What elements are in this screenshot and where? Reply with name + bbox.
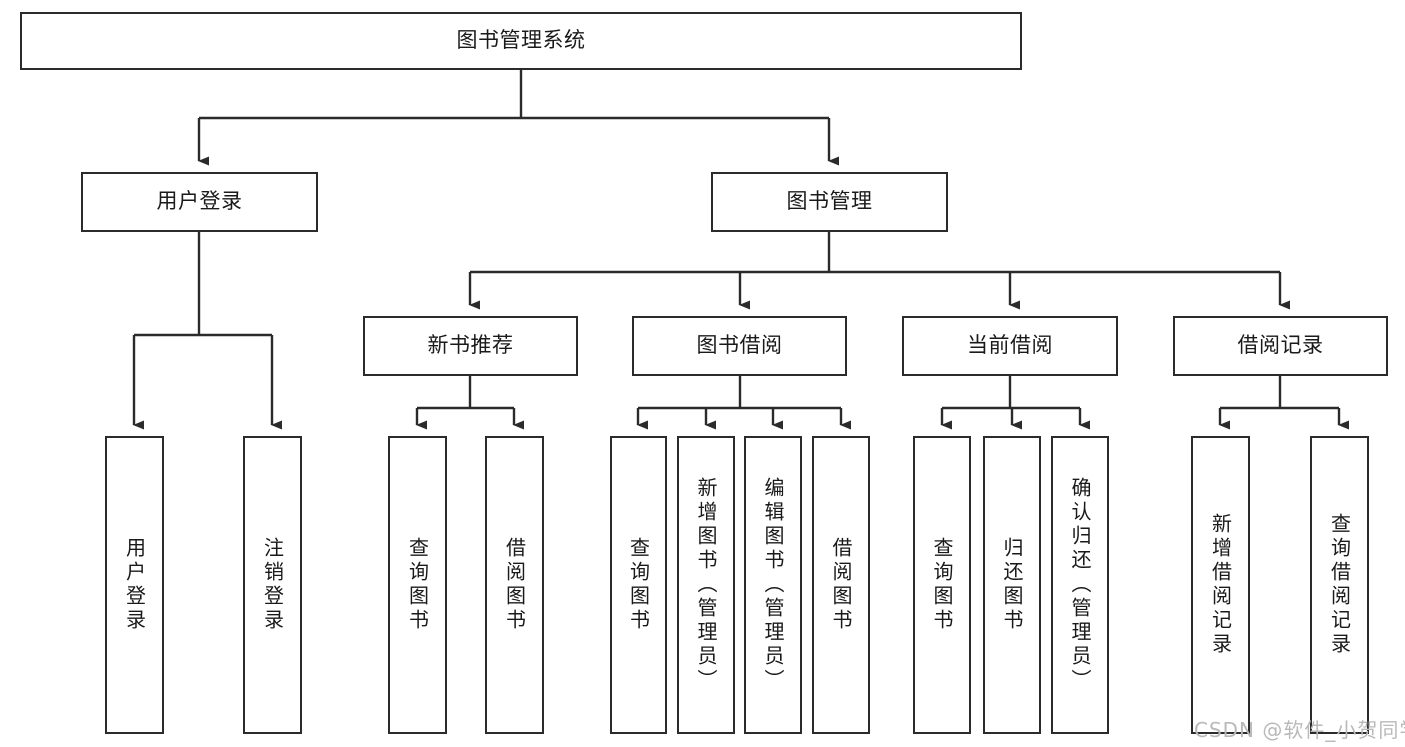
node-label: 查询图书 <box>930 537 954 633</box>
node-label: 图书借阅 <box>696 333 783 358</box>
node-label: 图书管理 <box>786 189 873 214</box>
node-borrow-record[interactable]: 借阅记录 <box>1173 316 1388 376</box>
node-label: 新书推荐 <box>427 333 514 358</box>
node-leaf-query-book-2[interactable]: 查询图书 <box>610 436 667 734</box>
node-label: 查询借阅记录 <box>1327 513 1352 657</box>
node-leaf-borrow-book-2[interactable]: 借阅图书 <box>812 436 870 734</box>
node-label: 借阅图书 <box>829 537 853 633</box>
node-leaf-user-login[interactable]: 用户登录 <box>105 436 164 734</box>
node-label: 归还图书 <box>1000 537 1024 633</box>
node-label: 图书管理系统 <box>456 28 586 53</box>
node-label: 确认归还（管理员） <box>1068 477 1092 693</box>
node-user-login[interactable]: 用户登录 <box>81 172 318 232</box>
watermark-text: CSDN @软件_小贺同学 <box>1194 718 1405 742</box>
node-leaf-add-book[interactable]: 新增图书（管理员） <box>677 436 735 734</box>
node-leaf-query-book-1[interactable]: 查询图书 <box>388 436 447 734</box>
node-book-borrow[interactable]: 图书借阅 <box>632 316 847 376</box>
node-root-system[interactable]: 图书管理系统 <box>20 12 1022 70</box>
node-label: 编辑图书（管理员） <box>761 477 785 693</box>
node-leaf-confirm-return[interactable]: 确认归还（管理员） <box>1051 436 1109 734</box>
node-new-book-recommend[interactable]: 新书推荐 <box>363 316 578 376</box>
node-label: 用户登录 <box>122 537 147 633</box>
node-label: 新增图书（管理员） <box>694 477 718 693</box>
node-leaf-logout[interactable]: 注销登录 <box>243 436 302 734</box>
node-leaf-query-record[interactable]: 查询借阅记录 <box>1310 436 1369 734</box>
node-label: 查询图书 <box>405 537 430 633</box>
node-leaf-add-record[interactable]: 新增借阅记录 <box>1191 436 1250 734</box>
node-book-manage[interactable]: 图书管理 <box>711 172 948 232</box>
node-leaf-borrow-book-1[interactable]: 借阅图书 <box>485 436 544 734</box>
node-leaf-return-book[interactable]: 归还图书 <box>983 436 1041 734</box>
node-label: 当前借阅 <box>967 333 1053 358</box>
node-label: 借阅记录 <box>1237 333 1324 358</box>
node-label: 用户登录 <box>156 189 243 214</box>
node-leaf-edit-book[interactable]: 编辑图书（管理员） <box>744 436 802 734</box>
node-label: 新增借阅记录 <box>1208 513 1233 657</box>
node-current-borrow[interactable]: 当前借阅 <box>902 316 1118 376</box>
node-leaf-query-book-3[interactable]: 查询图书 <box>913 436 971 734</box>
node-label: 借阅图书 <box>502 537 527 633</box>
node-label: 注销登录 <box>260 537 285 633</box>
node-label: 查询图书 <box>626 537 651 633</box>
